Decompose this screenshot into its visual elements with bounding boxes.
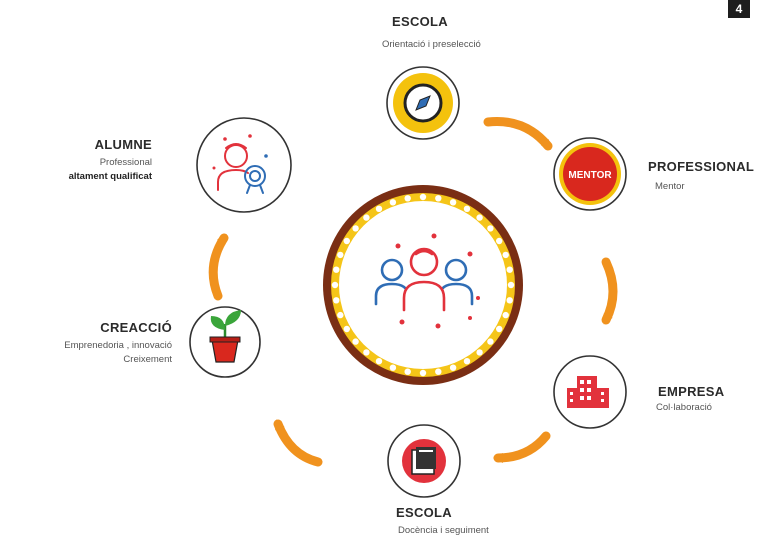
ring-dot bbox=[487, 338, 494, 345]
center-circle bbox=[323, 185, 523, 385]
ring-dot bbox=[404, 195, 411, 202]
ring-dot bbox=[363, 349, 370, 356]
escola-top-title: ESCOLA bbox=[392, 14, 448, 29]
book-icon bbox=[402, 439, 446, 483]
ring-dot bbox=[331, 281, 339, 289]
ring-dot bbox=[363, 214, 370, 221]
alumne-subtitle-line1: Professional bbox=[99, 157, 152, 168]
arrow-empresa-to-escola bbox=[493, 431, 551, 463]
arrow-creaccio-to-alumne bbox=[208, 233, 229, 301]
plant-pot-icon bbox=[209, 310, 241, 363]
ring-dot bbox=[352, 225, 359, 232]
node-escola-top bbox=[386, 66, 460, 140]
arrow-escola-to-creaccio bbox=[273, 419, 323, 467]
alumne-subtitle-line2: altament qualificat bbox=[68, 171, 152, 182]
cycle-arrows bbox=[208, 117, 618, 467]
creaccio-title: CREACCIÓ bbox=[100, 320, 172, 335]
arrow-professional-to-empresa bbox=[601, 257, 618, 325]
sparkle-icons bbox=[395, 233, 480, 329]
ring-dot bbox=[496, 325, 503, 333]
empresa-subtitle: Col·laboració bbox=[656, 402, 712, 413]
ring-dot bbox=[435, 368, 442, 375]
arrow-escola-to-professional bbox=[483, 117, 553, 151]
node-creaccio bbox=[189, 306, 261, 378]
center-ring-dots bbox=[331, 193, 515, 377]
page-number-badge: 4 bbox=[728, 0, 750, 18]
ring-dot bbox=[337, 251, 344, 259]
mentor-badge: MENTOR bbox=[568, 170, 612, 181]
ring-dot bbox=[463, 358, 471, 365]
ring-dot bbox=[507, 281, 515, 289]
ring-dot bbox=[375, 205, 383, 212]
ring-dot bbox=[476, 349, 483, 356]
creaccio-subtitle-line2: Creixement bbox=[123, 354, 172, 365]
node-professional: MENTOR bbox=[553, 137, 627, 211]
ring-dot bbox=[435, 195, 442, 202]
ring-dot bbox=[343, 325, 350, 333]
alumne-title: ALUMNE bbox=[94, 137, 152, 152]
ring-dot bbox=[496, 237, 503, 245]
ring-dot bbox=[419, 193, 427, 201]
node-empresa bbox=[553, 355, 627, 429]
compass-icon bbox=[393, 73, 453, 133]
escola-bottom-subtitle: Docència i seguiment bbox=[398, 525, 489, 536]
ring-dot bbox=[487, 225, 494, 232]
empresa-title: EMPRESA bbox=[658, 384, 725, 399]
ring-dot bbox=[463, 205, 471, 212]
ring-dot bbox=[404, 368, 411, 375]
escola-bottom-title: ESCOLA bbox=[396, 505, 452, 520]
ring-dot bbox=[476, 214, 483, 221]
ring-dot bbox=[389, 364, 397, 371]
graduate-medal-icon bbox=[212, 134, 268, 194]
ring-dot bbox=[343, 237, 350, 245]
building-icon bbox=[567, 376, 609, 408]
ring-dot bbox=[506, 297, 513, 304]
ring-dot bbox=[506, 266, 513, 273]
ring-dot bbox=[502, 251, 509, 259]
ring-dot bbox=[333, 297, 340, 304]
ring-dot bbox=[375, 358, 383, 365]
node-escola-bottom bbox=[387, 424, 461, 498]
ring-dot bbox=[449, 364, 457, 371]
ring-dot bbox=[389, 199, 397, 206]
node-alumne bbox=[196, 117, 292, 213]
ring-dot bbox=[352, 338, 359, 345]
ring-dot bbox=[502, 311, 509, 319]
creaccio-subtitle-line1: Emprenedoria , innovació bbox=[64, 340, 172, 351]
team-icon bbox=[374, 247, 474, 312]
professional-subtitle: Mentor bbox=[655, 181, 685, 192]
escola-top-subtitle: Orientació i preselecció bbox=[382, 39, 481, 50]
ring-dot bbox=[449, 199, 457, 206]
ring-dot bbox=[333, 266, 340, 273]
professional-title: PROFESSIONAL bbox=[648, 159, 755, 174]
ring-dot bbox=[337, 311, 344, 319]
ring-dot bbox=[419, 369, 427, 377]
